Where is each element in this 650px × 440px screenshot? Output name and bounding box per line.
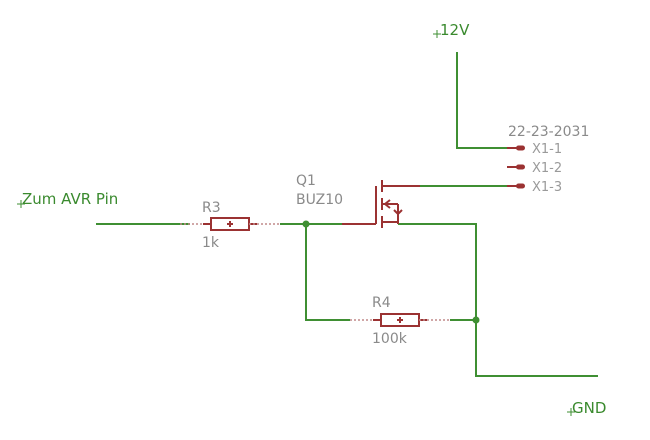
junction-source bbox=[472, 316, 480, 324]
resistor-r3: R3 1k bbox=[180, 200, 280, 251]
junction-gate bbox=[302, 220, 310, 228]
net-label-gnd-group: GND bbox=[567, 399, 606, 417]
x1-pin-3-label: X1-3 bbox=[532, 180, 562, 195]
q1-value: BUZ10 bbox=[296, 192, 343, 208]
x1-part-number: 22-23-2031 bbox=[508, 124, 589, 140]
q1-name: Q1 bbox=[296, 173, 316, 189]
x1-pin-1-label: X1-1 bbox=[532, 142, 562, 157]
net-label-avr-pin: Zum AVR Pin bbox=[22, 190, 118, 208]
r4-name: R4 bbox=[372, 295, 391, 311]
net-label-12v: 12V bbox=[440, 21, 470, 39]
wires bbox=[96, 52, 598, 377]
net-label-gnd: GND bbox=[572, 399, 606, 417]
x1-pin-2-label: X1-2 bbox=[532, 161, 562, 176]
net-label-input-group: Zum AVR Pin bbox=[17, 190, 118, 208]
mosfet-q1: Q1 BUZ10 bbox=[296, 173, 420, 228]
connector-x1: 22-23-2031 X1-1 X1-2 X1-3 bbox=[507, 124, 589, 195]
r4-value: 100k bbox=[372, 331, 408, 347]
net-label-12v-group: 12V bbox=[433, 21, 470, 39]
x1-pin-3: X1-3 bbox=[507, 180, 562, 195]
x1-pin-1: X1-1 bbox=[507, 142, 562, 157]
x1-pin-2: X1-2 bbox=[507, 161, 562, 176]
wire-source-gnd bbox=[398, 223, 598, 377]
wire-12v bbox=[456, 52, 507, 149]
resistor-r4: R4 100k bbox=[350, 295, 450, 347]
r3-value: 1k bbox=[202, 235, 220, 251]
r3-name: R3 bbox=[202, 200, 221, 216]
wire-gate-r4 bbox=[305, 224, 350, 321]
